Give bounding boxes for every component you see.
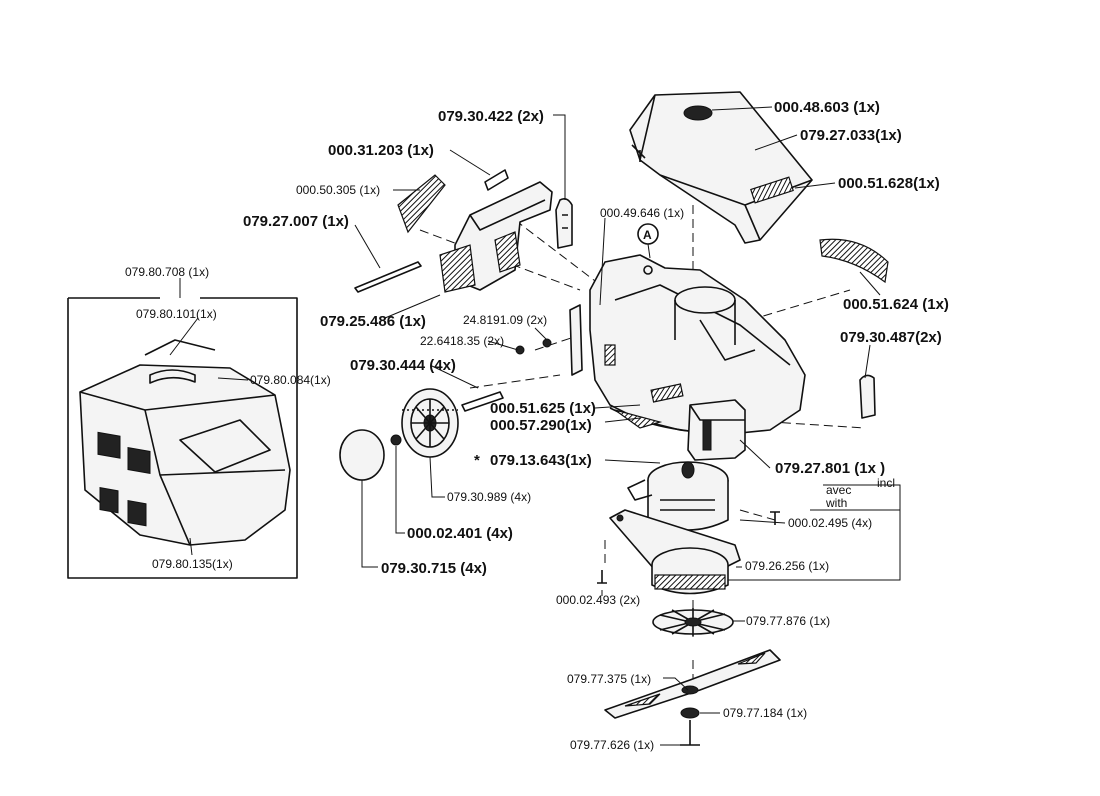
label-catcher-handle: 079.80.084(1x) — [250, 373, 331, 387]
label-blade-washer: 079.77.184 (1x) — [723, 706, 807, 720]
label-side-clip: 079.30.487(2x) — [840, 329, 942, 346]
fan-impeller — [652, 608, 734, 636]
motor — [627, 461, 729, 531]
label-wheel: 079.30.989 (4x) — [447, 490, 531, 504]
label-hood-cover: 079.27.033(1x) — [800, 127, 902, 144]
label-callout-a: A — [643, 228, 652, 242]
side-panel — [569, 304, 583, 376]
label-catcher-base: 079.80.135(1x) — [152, 557, 233, 571]
label-deck: 000.57.290(1x) — [490, 417, 592, 434]
label-deck-insert: 000.51.625 (1x) — [490, 400, 596, 417]
label-clip: 079.30.422 (2x) — [438, 108, 544, 125]
label-motor-screw: 000.02.495 (4x) — [788, 516, 872, 530]
switch-box — [687, 399, 746, 461]
label-hood-insert: 000.51.628(1x) — [838, 175, 940, 192]
motor-opening — [674, 286, 736, 314]
label-hood: 000.48.603 (1x) — [774, 99, 880, 116]
label-guard-plate: 000.50.305 (1x) — [296, 183, 380, 197]
motor-plate — [609, 509, 741, 595]
label-deck-part: 000.49.646 (1x) — [600, 206, 684, 220]
wheel — [401, 388, 459, 458]
label-avec: avec — [826, 483, 851, 497]
label-spring: 000.31.203 (1x) — [328, 142, 434, 159]
label-axle-bolt: 079.30.444 (4x) — [350, 357, 456, 374]
label-switch-box: 079.27.801 (1x ) — [775, 460, 885, 477]
blade-washer — [680, 707, 700, 719]
axle-rod — [354, 261, 422, 293]
wheel-hubcap — [339, 429, 385, 481]
label-motor: 079.13.643(1x) — [490, 452, 592, 469]
wheel-washer — [390, 434, 402, 446]
label-with: with — [825, 496, 847, 510]
grass-catcher-inset — [67, 278, 298, 579]
screw-icon — [542, 338, 552, 348]
height-clip — [555, 198, 573, 249]
label-nut: 24.8191.09 (2x) — [463, 313, 547, 327]
blade-screw-icon — [680, 720, 700, 746]
leader-lines — [169, 106, 901, 746]
hood-cover — [629, 91, 813, 244]
rear-guard-plate — [397, 174, 446, 234]
label-deflector: 000.51.624 (1x) — [843, 296, 949, 313]
label-handle-holder: 079.25.486 (1x) — [320, 313, 426, 330]
wheel-axle-bolt — [461, 391, 504, 412]
mower-deck-housing — [589, 254, 806, 436]
grass-deflector-flap — [819, 238, 889, 284]
label-asterisk: * — [474, 452, 480, 469]
label-catcher-set: 079.80.708 (1x) — [125, 265, 209, 279]
handle-holder — [397, 169, 553, 293]
label-washer: 000.02.401 (4x) — [407, 525, 513, 542]
part-labels: 000.48.603 (1x) 079.27.033(1x) 000.51.62… — [125, 99, 949, 752]
label-blade-adapter: 079.77.375 (1x) — [567, 672, 651, 686]
label-incl: incl — [877, 476, 895, 490]
label-plate-screw: 000.02.493 (2x) — [556, 593, 640, 607]
motor-cable — [627, 479, 653, 501]
spring-clip — [484, 169, 509, 191]
nut-icon — [515, 345, 525, 355]
label-blade-screw: 079.77.626 (1x) — [570, 738, 654, 752]
label-hubcap: 079.30.715 (4x) — [381, 560, 487, 577]
label-catcher-top: 079.80.101(1x) — [136, 307, 217, 321]
side-clip — [859, 374, 876, 419]
hood-knob-icon — [683, 105, 713, 121]
screw-icon — [597, 570, 607, 584]
label-axle-rod: 079.27.007 (1x) — [243, 213, 349, 230]
label-fan: 079.77.876 (1x) — [746, 614, 830, 628]
label-screw: 22.6418.35 (2x) — [420, 334, 504, 348]
label-motor-plate: 079.26.256 (1x) — [745, 559, 829, 573]
